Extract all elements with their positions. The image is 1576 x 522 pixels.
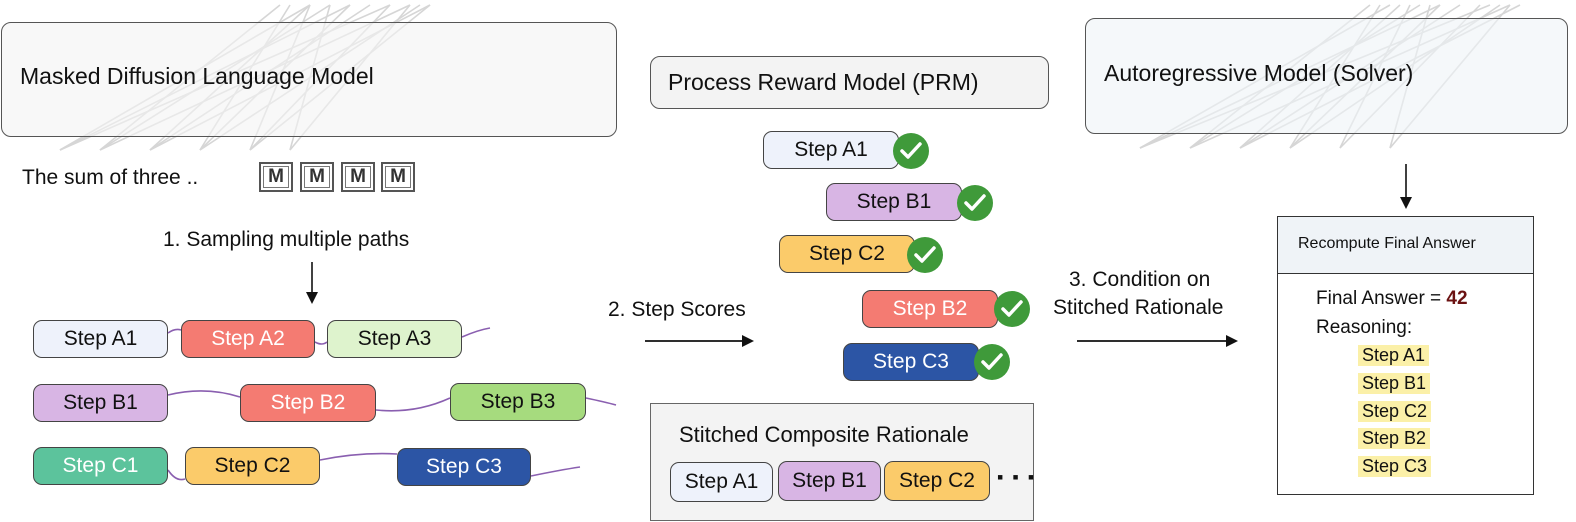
checkmark-icon: [974, 344, 1010, 380]
prompt-text: The sum of three ..: [22, 166, 199, 189]
final-answer-value: 42: [1446, 288, 1468, 309]
reasoning-step-a1: Step A1: [1358, 345, 1430, 366]
prm-label: Process Reward Model (PRM): [668, 69, 979, 95]
solver-label: Autoregressive Model (Solver): [1104, 60, 1414, 86]
reasoning-step-b2: Step B2: [1358, 428, 1431, 449]
scored-step-b2: Step B2: [862, 290, 998, 328]
path-step-b3: Step B3: [450, 383, 586, 421]
solver-box: [1085, 18, 1568, 134]
masked-diffusion-model-label: Masked Diffusion Language Model: [20, 63, 374, 89]
scored-step-b1: Step B1: [826, 183, 962, 221]
sampling-label: 1. Sampling multiple paths: [163, 228, 410, 251]
step-scores-label: 2. Step Scores: [608, 298, 746, 321]
path-step-c1: Step C1: [33, 447, 168, 485]
reasoning-step-b1: Step B1: [1358, 373, 1431, 394]
mask-token: M: [300, 162, 334, 192]
composite-ellipsis: ▪ ▪ ▪: [997, 467, 1037, 487]
checkmark-icon: [994, 291, 1030, 327]
path-step-b2: Step B2: [240, 384, 376, 422]
path-step-c3: Step C3: [397, 448, 531, 486]
scored-step-a1: Step A1: [763, 131, 899, 169]
reasoning-label: Reasoning:: [1316, 317, 1413, 338]
scored-step-c3: Step C3: [843, 343, 979, 381]
mask-token: M: [259, 162, 293, 192]
path-step-a1: Step A1: [33, 320, 168, 358]
composite-step-a1: Step A1: [670, 462, 773, 502]
checkmark-icon: [907, 237, 943, 273]
final-answer-prefix: Final Answer =: [1316, 288, 1447, 309]
reasoning-step-c2: Step C2: [1358, 401, 1432, 422]
recompute-header: [1277, 216, 1534, 274]
prm-box: [650, 56, 1049, 109]
condition-label-line2: Stitched Rationale: [1053, 296, 1224, 319]
recompute-title: Recompute Final Answer: [1298, 235, 1476, 252]
mask-token: M: [381, 162, 415, 192]
mask-token: M: [341, 162, 375, 192]
scored-step-c2: Step C2: [779, 235, 915, 273]
checkmark-icon: [957, 185, 993, 221]
reasoning-step-c3: Step C3: [1358, 456, 1432, 477]
composite-rationale-title: Stitched Composite Rationale: [679, 422, 969, 447]
path-step-b1: Step B1: [33, 384, 168, 422]
final-answer-line: Final Answer = 42: [1316, 288, 1468, 310]
condition-label-line1: 3. Condition on: [1069, 268, 1211, 291]
path-step-a3: Step A3: [327, 320, 462, 358]
checkmark-icon: [893, 133, 929, 169]
path-step-c2: Step C2: [185, 447, 320, 485]
path-step-a2: Step A2: [181, 320, 315, 358]
composite-step-b1: Step B1: [778, 461, 881, 501]
masked-diffusion-model-box: [1, 22, 617, 137]
composite-step-c2: Step C2: [884, 461, 990, 501]
